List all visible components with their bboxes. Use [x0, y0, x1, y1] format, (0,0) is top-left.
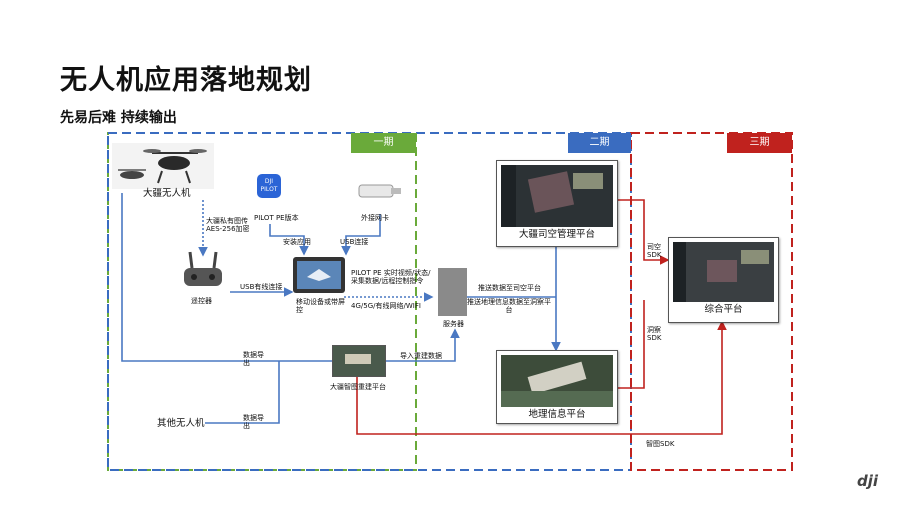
drone-to-export-line: [121, 193, 336, 362]
import-line: [384, 328, 460, 362]
usb-dongle-image: [358, 184, 401, 198]
gis-map-image: [501, 355, 613, 407]
phase-label-2: 二期: [568, 133, 631, 153]
sikong-sdk-label: 司空 SDK: [647, 243, 662, 259]
encrypt-label: 大疆私有图传 AES-256加密: [206, 217, 250, 233]
drone-label: 大疆无人机: [143, 188, 191, 199]
usb-connect-line: [341, 214, 381, 256]
server-box: [438, 268, 467, 316]
phase3-frame: [630, 132, 793, 471]
sikong-sdk-line: [616, 199, 670, 265]
phase-label-3: 三期: [727, 133, 792, 153]
integrated-map-image: [673, 242, 774, 302]
page-subtitle: 先易后难 持续输出: [60, 110, 177, 126]
other-drone-label: 其他无人机: [157, 418, 205, 429]
pilot-app-label: PILOT PE版本: [254, 214, 299, 222]
pilot-pe-label: PILOT PE 实时视频/状态/采集数据/远程控制指令: [351, 269, 431, 285]
page-title: 无人机应用落地规划: [60, 65, 312, 96]
zhitu-sdk-label: 智图SDK: [646, 440, 675, 448]
other-export-line: [205, 361, 280, 424]
integrated-platform-label: 综合平台: [704, 304, 743, 315]
airspace-platform-panel: 大疆司空管理平台: [496, 160, 618, 247]
integrated-platform-panel: 综合平台: [668, 237, 779, 323]
phase-label-1: 一期: [351, 133, 416, 153]
usb-connect-label: USB连接: [340, 238, 369, 246]
map-reconstruction-image: [332, 345, 386, 377]
export-label-1: 数据导出: [243, 351, 264, 367]
push-gis-label: 推送地理信息数据至洞察平台: [467, 298, 551, 314]
gis-platform-label: 地理信息平台: [528, 409, 586, 420]
gis-platform-panel: 地理信息平台: [496, 350, 618, 424]
network-label: 4G/5G/有线网络/WIFI: [351, 302, 421, 310]
remote-label: 遥控器: [191, 297, 212, 305]
network-card-label: 外接网卡: [361, 214, 389, 222]
insight-sdk-label: 洞察 SDK: [647, 326, 662, 342]
server-label: 服务器: [443, 320, 464, 328]
mobile-device-image: [293, 257, 345, 293]
map-reconstruction-label: 大疆智图重建平台: [330, 383, 386, 391]
push-airspace-label: 推送数据至司空平台: [478, 284, 541, 292]
drone-image: [112, 143, 214, 189]
import-label: 导入重建数据: [400, 352, 442, 360]
remote-image: [184, 251, 222, 286]
usb-wired-label: USB有线连接: [240, 283, 283, 291]
airspace-map-image: [501, 165, 613, 227]
export-label-2: 数据导出: [243, 414, 264, 430]
install-label: 安装应用: [283, 238, 311, 246]
install-line: [269, 224, 309, 256]
dji-logo: dji: [856, 472, 878, 490]
zhitu-sdk-line: [356, 320, 727, 435]
pilot-app-icon: DJI PILOT: [257, 174, 281, 198]
insight-sdk-line: [616, 300, 645, 389]
airspace-platform-label: 大疆司空管理平台: [518, 229, 595, 240]
mobile-label: 移动设备或带屏控: [296, 298, 345, 314]
